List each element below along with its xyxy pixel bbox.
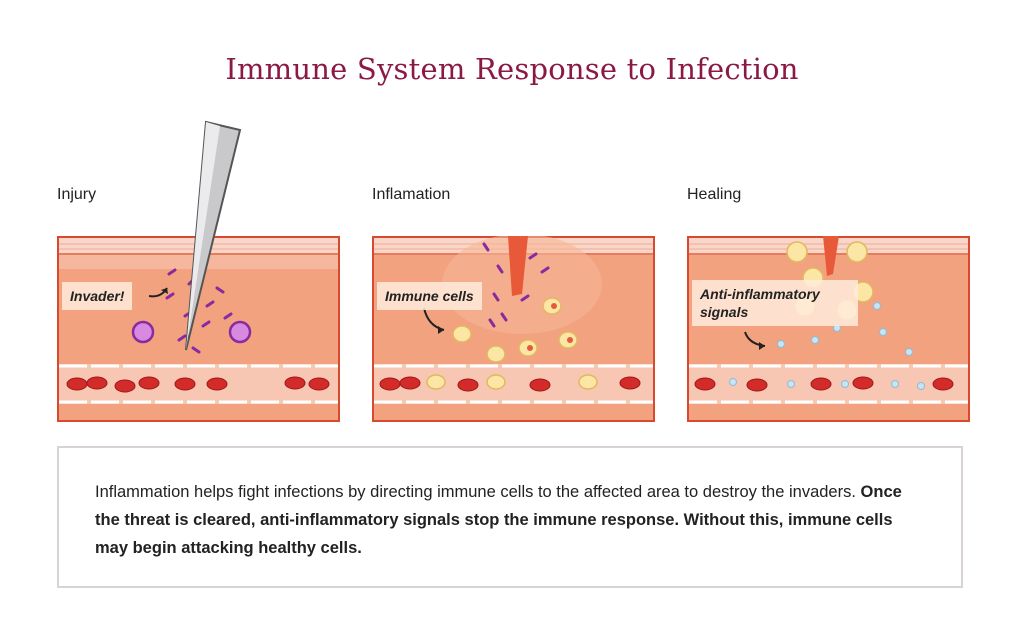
immune-cell-icon (426, 374, 446, 390)
needle-icon (158, 118, 248, 368)
signal-icon (873, 302, 881, 310)
immune-cell-icon (486, 345, 506, 363)
signal-icon (879, 328, 887, 336)
callout-anti-inflammatory: Anti-inflammatory signals (692, 280, 858, 326)
stage-label-inflammation: Inflamation (372, 186, 451, 203)
healing-panel (687, 236, 970, 422)
signal-icon (787, 380, 795, 388)
immune-cell-icon (486, 374, 506, 390)
signal-icon (777, 340, 785, 348)
immune-cell-icon (578, 374, 598, 390)
invader-icon (131, 320, 155, 344)
caption-plain: Inflammation helps fight infections by d… (95, 483, 861, 501)
stage-label-injury: Injury (57, 186, 97, 203)
inflammation-illustration (372, 236, 655, 422)
invader-icon (228, 320, 252, 344)
immune-cell-icon (452, 325, 472, 343)
signal-icon (841, 380, 849, 388)
signal-icon (729, 378, 737, 386)
caption-bold: Once the threat is cleared, anti-inflamm… (95, 483, 902, 557)
signal-icon (811, 336, 819, 344)
signal-icon (917, 382, 925, 390)
callout-invader: Invader! (62, 282, 133, 310)
stage-label-healing: Healing (687, 186, 742, 203)
page-title: Immune System Response to Infection (225, 52, 799, 86)
signal-icon (905, 348, 913, 356)
immune-cell-icon (786, 241, 808, 263)
immune-cell-icon (846, 241, 868, 263)
signal-icon (891, 380, 899, 388)
callout-immune-cells: Immune cells (377, 282, 482, 310)
inflammation-panel (372, 236, 655, 422)
caption-box: Inflammation helps fight infections by d… (57, 446, 963, 588)
healing-illustration (687, 236, 970, 422)
